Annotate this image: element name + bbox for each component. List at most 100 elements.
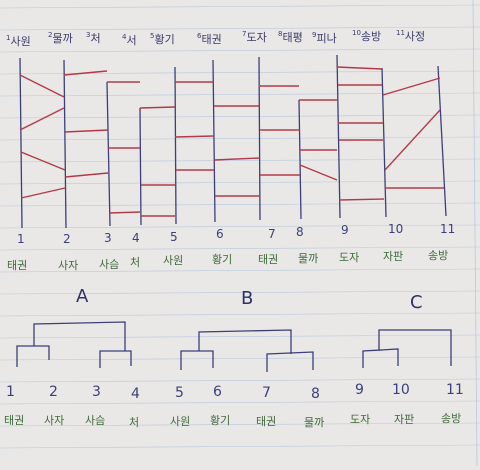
grid-line (0, 136, 480, 141)
tree-b-left (180, 350, 214, 370)
group-b-name-8: 물까 (304, 416, 324, 429)
ladder-number-4: 4 (132, 231, 140, 245)
group-b-number-6: 6 (213, 384, 222, 400)
grid-line (0, 224, 480, 229)
group-a-name-2: 사자 (44, 414, 64, 427)
top-label-1: 1사원 (6, 34, 31, 48)
ladder-post-7 (258, 56, 261, 221)
grid-line (0, 202, 480, 207)
ladder-post-8 (298, 99, 302, 220)
ladder-name-8: 물까 (298, 252, 318, 265)
ladder-rung-6 (64, 129, 109, 133)
group-b-number-8: 8 (311, 386, 320, 402)
tree-c-left (362, 348, 399, 368)
grid-line (0, 268, 480, 273)
ladder-name-9: 도자 (339, 251, 359, 264)
top-label-4: 4서 (122, 33, 137, 47)
ladder-number-9: 9 (341, 223, 349, 237)
grid-line (0, 400, 480, 405)
ladder-post-6 (212, 59, 216, 223)
group-number-row: 1 2 3 4 5 6 7 8 9 10 11 (6, 382, 464, 402)
grid-line (0, 246, 480, 251)
group-b-name-5: 사원 (170, 415, 190, 428)
ladder-rung-30 (338, 198, 385, 201)
grid-line (0, 378, 480, 383)
ladder-post-3 (106, 81, 111, 227)
group-c-name-9: 도자 (350, 413, 370, 426)
top-label-row: 1사원 2물까 3처 4서 5황기 6태권 7도자 8태평 9피나 10송방 1… (6, 29, 425, 48)
ladder-rung-7 (64, 172, 109, 178)
grid-line (0, 114, 480, 119)
ladder-name-11: 송방 (428, 249, 448, 262)
group-b-number-5: 5 (175, 385, 184, 401)
ladder-rung-10 (108, 211, 141, 214)
group-a-number-4: 4 (131, 386, 140, 402)
ladder-post-10 (381, 67, 387, 218)
ladder-name-1: 태권 (7, 259, 27, 272)
ladder-rung-15 (174, 135, 215, 138)
group-a-number-1: 1 (6, 384, 15, 400)
ladder-rung-3 (20, 151, 66, 171)
ladder-name-10: 자판 (383, 250, 403, 263)
group-a-name-3: 사슴 (85, 414, 105, 427)
ladder-rung-18 (213, 157, 261, 161)
ladder-number-11: 11 (440, 222, 455, 236)
group-b-name-7: 태권 (256, 415, 276, 428)
ladder-rung-5 (63, 70, 108, 76)
ladder-name-4: 처 (130, 256, 140, 269)
ladder-post-1 (19, 57, 23, 229)
ladder-number-2: 2 (63, 232, 71, 246)
ladder-post-11 (437, 65, 447, 217)
ladder-name-7: 태권 (258, 253, 278, 266)
ladder-rung-25 (299, 164, 338, 181)
top-label-8: 8태평 (278, 30, 303, 44)
grid-line (0, 4, 480, 9)
ladder-rung-11 (139, 106, 176, 109)
group-name-row: 태권 사자 사슴 처 사원 황기 태권 물까 도자 자판 송방 (4, 412, 461, 429)
ladder-number-10: 10 (388, 222, 403, 236)
grid-line (0, 70, 480, 75)
ladder-rung-26 (336, 66, 383, 70)
top-label-10: 10송방 (352, 29, 381, 43)
ladder (19, 54, 447, 229)
top-label-7: 7도자 (242, 30, 267, 44)
ladder-rung-31 (382, 77, 441, 96)
ladder-name-row: 태권 사자 사슴 처 사원 황기 태권 물까 도자 자판 송방 (7, 249, 448, 272)
group-c-number-9: 9 (355, 382, 364, 398)
group-a-number-3: 3 (92, 384, 101, 400)
group-label-c: C (410, 292, 423, 313)
grid-line (0, 26, 480, 31)
top-label-11: 11사정 (396, 29, 425, 43)
ladder-name-5: 사원 (163, 254, 183, 267)
tree-b-top (198, 329, 292, 354)
ladder-rung-32 (384, 109, 441, 171)
grid-line (0, 92, 480, 97)
top-label-3: 3처 (86, 31, 101, 45)
grid-line (0, 48, 480, 53)
tree-a-top (33, 321, 126, 351)
grid-line (0, 180, 480, 185)
grid-line (0, 290, 480, 295)
ladder-number-3: 3 (104, 231, 112, 245)
grid-line (0, 422, 480, 427)
margin-line (472, 0, 478, 467)
grid-line (0, 312, 480, 317)
group-b-number-7: 7 (262, 385, 271, 401)
ladder-rung-2 (19, 107, 65, 131)
group-b-name-6: 황기 (210, 414, 230, 427)
ladder-post-2 (63, 59, 67, 229)
group-label-b: B (241, 288, 253, 309)
tree-c-top (378, 329, 452, 366)
ladder-number-row: 1 2 3 4 5 6 7 8 9 10 11 (17, 222, 455, 246)
tree-a-left (16, 345, 50, 367)
group-label-a: A (76, 286, 89, 307)
ladder-name-6: 황기 (212, 253, 232, 266)
group-c-number-10: 10 (392, 382, 410, 398)
group-c-name-10: 자판 (394, 413, 414, 426)
ladder-number-5: 5 (170, 230, 178, 244)
group-c-name-11: 송방 (441, 412, 461, 425)
group-c-number-11: 11 (446, 382, 464, 398)
top-label-2: 2물까 (48, 31, 73, 45)
